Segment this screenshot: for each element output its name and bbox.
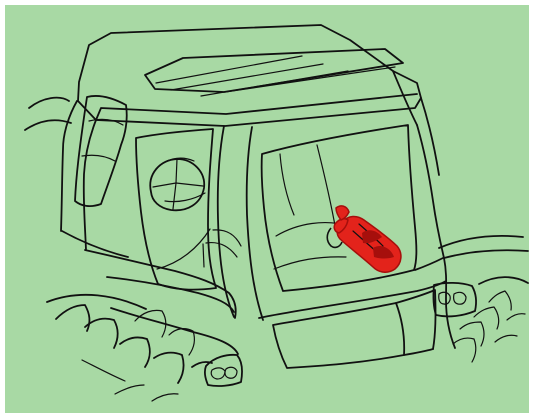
tractor-cab-illustration bbox=[5, 5, 529, 413]
illustration-frame bbox=[5, 5, 529, 413]
